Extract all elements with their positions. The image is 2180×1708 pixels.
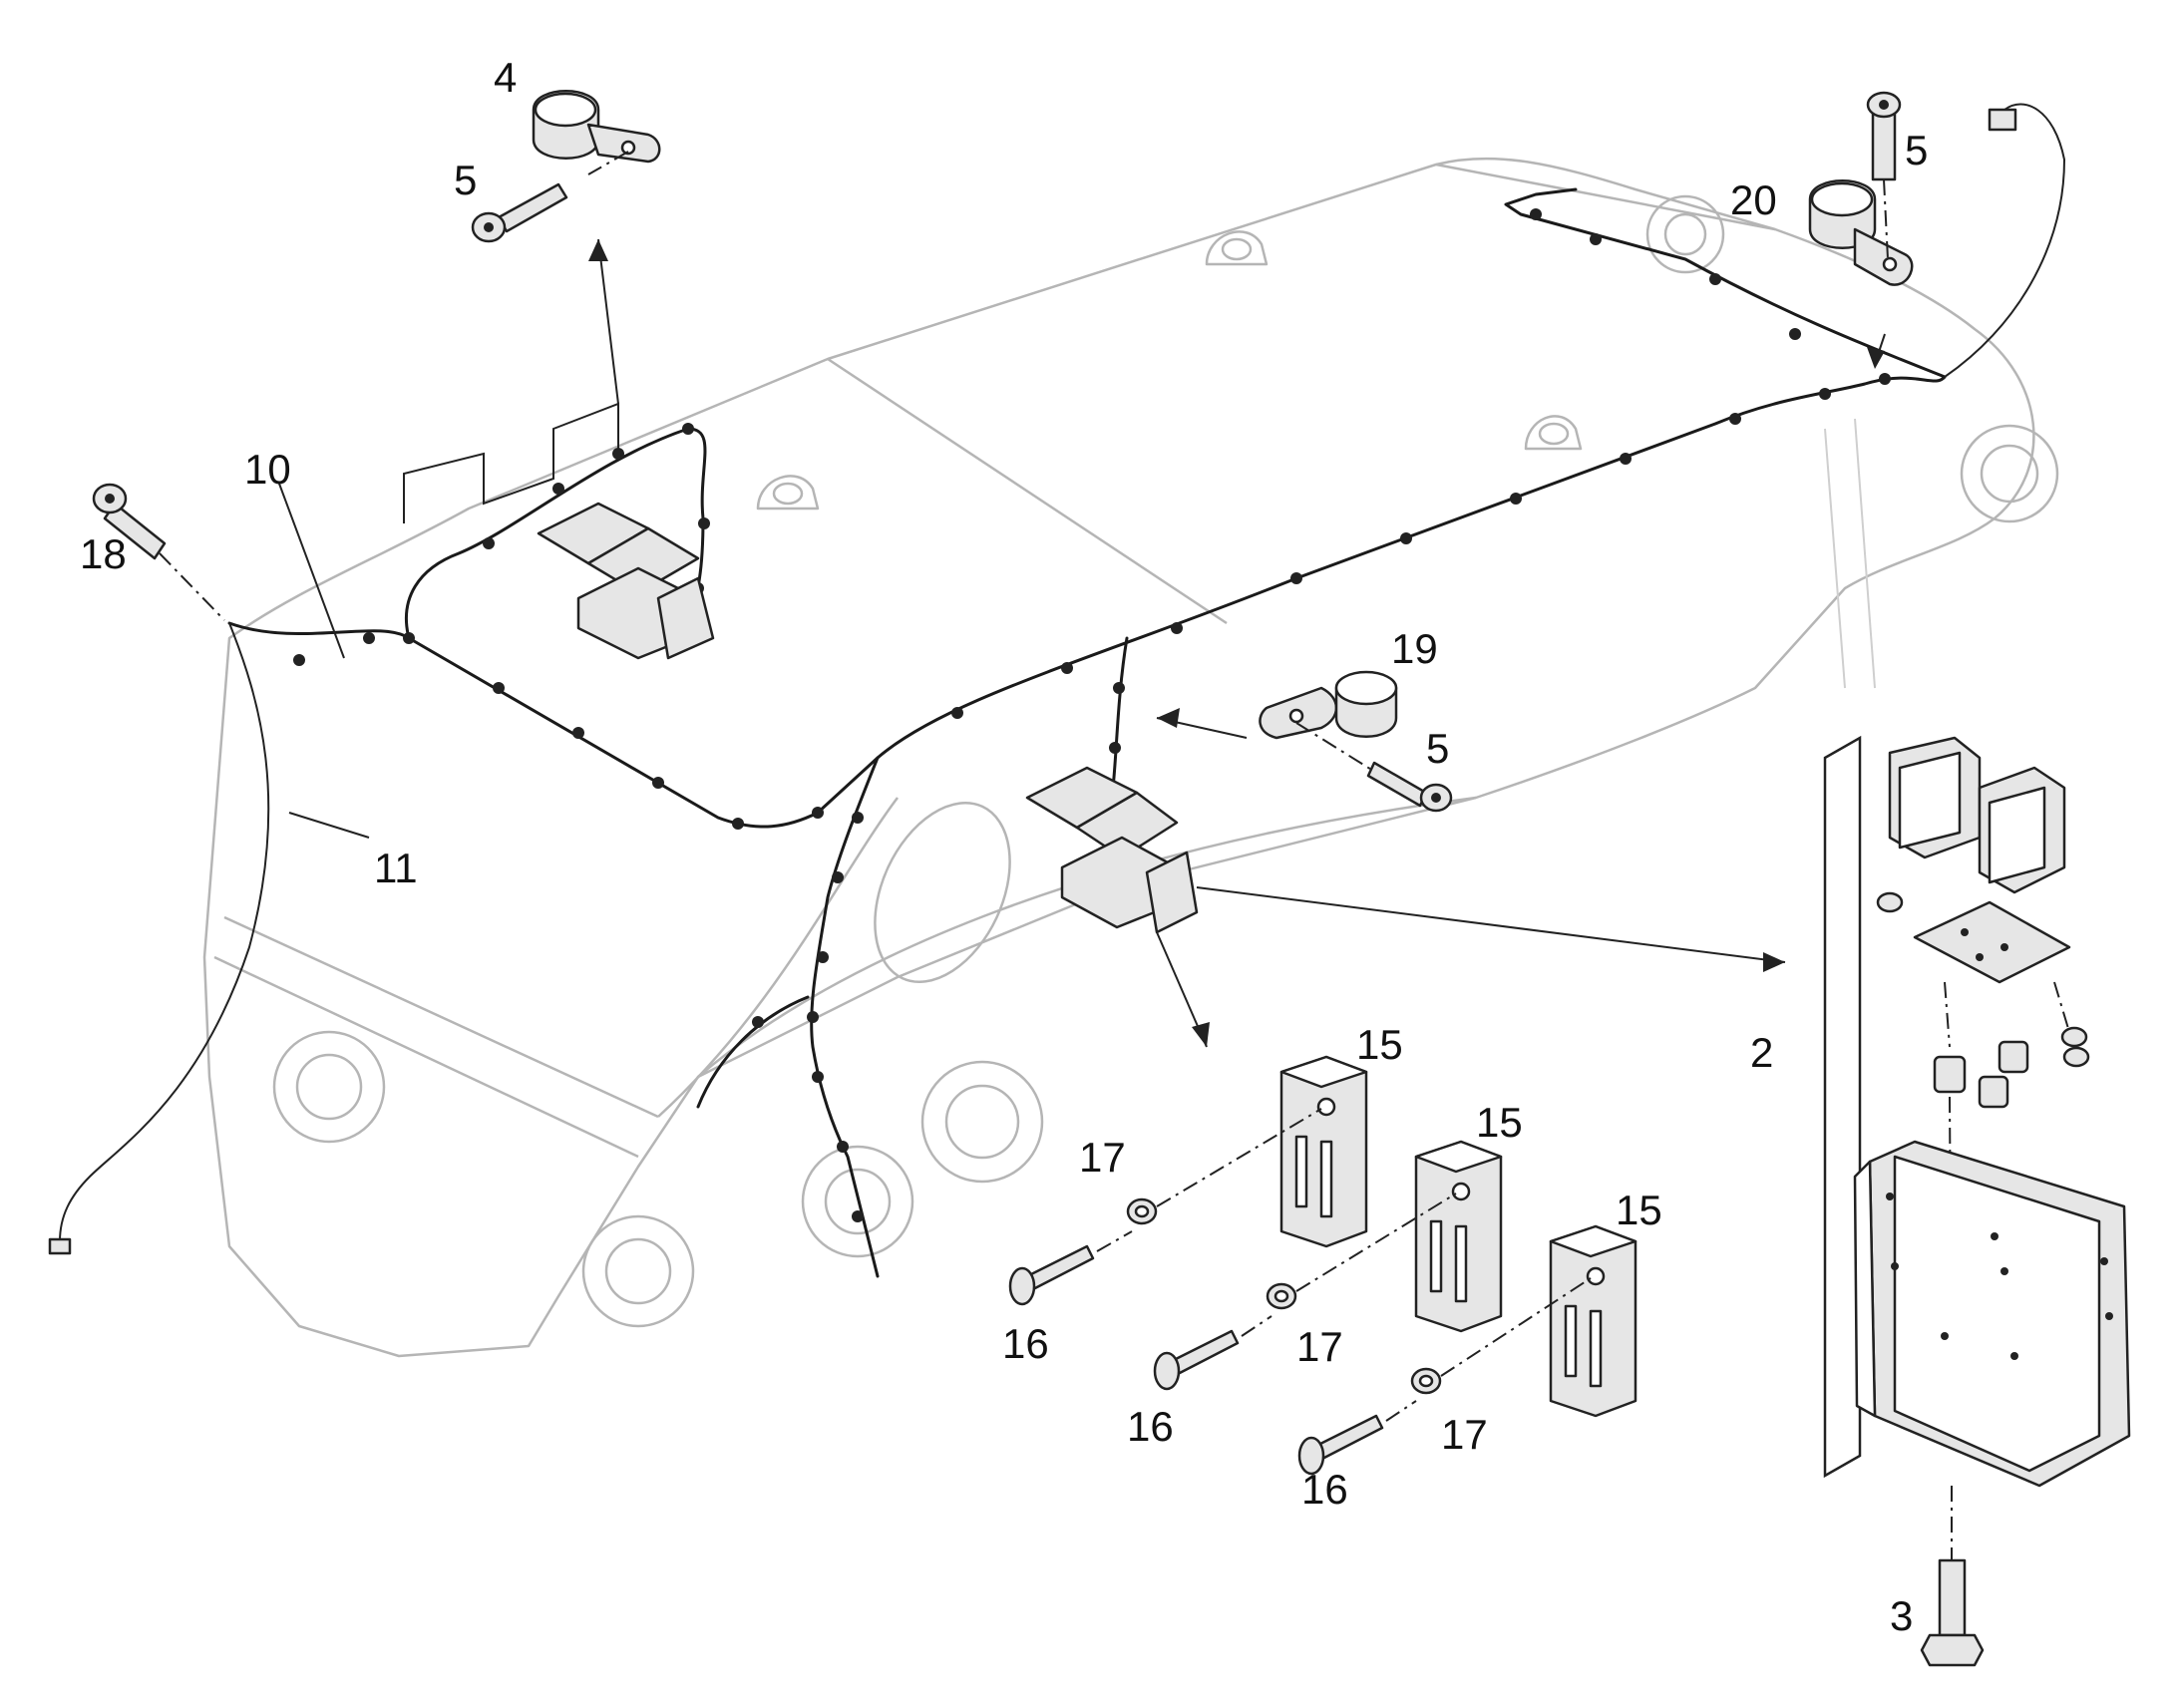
callout-5-middle: 5 — [1426, 725, 1449, 772]
callout-10: 10 — [244, 446, 291, 493]
wiring-harness — [48, 103, 2066, 1278]
screw-5-top-right — [1866, 91, 1902, 260]
callout-11: 11 — [374, 845, 418, 891]
bracket-set-a — [1008, 1055, 1368, 1306]
callout-17-c: 17 — [1441, 1411, 1488, 1458]
callout-5-top-left: 5 — [454, 157, 477, 203]
screw-18-detail — [92, 483, 225, 621]
bracket-set-c — [1297, 1224, 1637, 1476]
callout-19: 19 — [1391, 625, 1438, 672]
light-assembly-2-detail — [1823, 735, 2131, 1667]
callout-17-a: 17 — [1079, 1134, 1126, 1181]
boom-light-upper — [537, 502, 715, 660]
callout-15-c: 15 — [1616, 1187, 1662, 1233]
screw-5-top-left — [471, 182, 568, 243]
clip-19-detail — [1259, 670, 1398, 777]
boom-light-lower — [1025, 766, 1199, 934]
screw-5-middle — [1366, 761, 1453, 813]
callout-17-b: 17 — [1296, 1323, 1343, 1370]
boom-frame — [202, 157, 2059, 1358]
leader-lines — [278, 238, 1886, 1048]
callout-labels: 4 5 10 18 11 5 20 19 5 2 3 15 15 15 17 1… — [80, 54, 1928, 1639]
callout-3: 3 — [1890, 1592, 1913, 1639]
bracket-set-b — [1153, 1140, 1503, 1391]
callout-20: 20 — [1730, 176, 1777, 223]
callout-15-b: 15 — [1476, 1099, 1523, 1146]
callout-15-a: 15 — [1356, 1021, 1403, 1068]
callout-2: 2 — [1750, 1029, 1773, 1076]
callout-18: 18 — [80, 530, 127, 577]
clip-20-detail — [1808, 179, 1914, 286]
callout-16-b: 16 — [1127, 1403, 1174, 1450]
callout-16-a: 16 — [1002, 1320, 1049, 1367]
clip-4-detail — [532, 90, 661, 175]
callout-5-top-right: 5 — [1905, 127, 1928, 173]
callout-16-c: 16 — [1301, 1466, 1348, 1513]
callout-4: 4 — [494, 54, 517, 101]
